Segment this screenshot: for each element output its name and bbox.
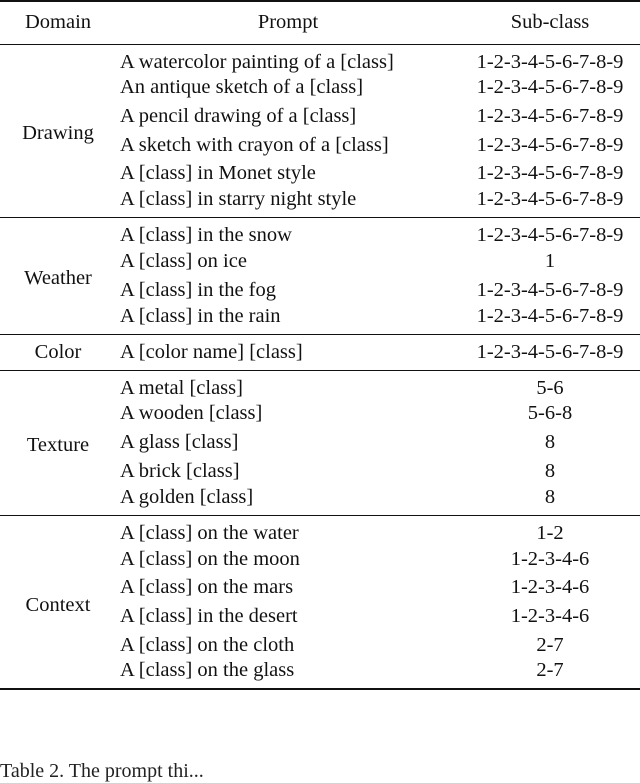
subclass-cell: 1-2-3-4-6 bbox=[510, 604, 590, 627]
table-row: A [class] on the cloth 2-7 bbox=[0, 631, 640, 660]
prompt-cell: A [class] on the moon bbox=[120, 547, 300, 570]
table-row: A glass [class] 8 bbox=[0, 428, 640, 457]
domain-cell: Weather bbox=[24, 267, 92, 290]
prompt-cell: A [class] in the snow bbox=[120, 224, 292, 247]
subclass-cell: 1-2-3-4-5-6-7-8-9 bbox=[476, 105, 624, 128]
subclass-cell: 5-6 bbox=[536, 376, 564, 399]
table-row: Texture A metal [class] 5-6 bbox=[0, 370, 640, 457]
domain-cell: Context bbox=[25, 593, 91, 616]
prompt-cell: A golden [class] bbox=[120, 485, 254, 508]
table-row: A [class] on the moon 1-2-3-4-6 bbox=[0, 545, 640, 574]
group-texture: Texture A metal [class] 5-6 A wooden [cl… bbox=[0, 370, 640, 516]
table-row: Color A [color name] [class] 1-2-3-4-5-6… bbox=[0, 334, 640, 370]
prompt-cell: A [class] on the glass bbox=[120, 659, 295, 682]
table-row: A wooden [class] 5-6-8 bbox=[0, 400, 640, 429]
group-color: Color A [color name] [class] 1-2-3-4-5-6… bbox=[0, 334, 640, 371]
table-row: Weather A [class] in the snow 1-2-3-4-5-… bbox=[0, 218, 640, 289]
prompt-table: Domain Prompt Sub-class Drawing A waterc… bbox=[0, 0, 640, 690]
prompt-cell: A [class] in the fog bbox=[120, 278, 276, 301]
domain-cell: Drawing bbox=[22, 122, 94, 145]
prompt-cell: A pencil drawing of a [class] bbox=[120, 105, 357, 128]
table-row: A brick [class] 8 bbox=[0, 457, 640, 486]
subclass-cell: 1-2-3-4-5-6-7-8-9 bbox=[476, 304, 624, 327]
subclass-cell: 8 bbox=[544, 431, 556, 454]
table-row: A pencil drawing of a [class] 1-2-3-4-5-… bbox=[0, 102, 640, 131]
header-subclass: Sub-class bbox=[460, 0, 640, 45]
prompt-cell: A [class] in the desert bbox=[120, 604, 298, 627]
group-context: Context A [class] on the water 1-2 A [cl… bbox=[0, 515, 640, 690]
prompt-cell: A wooden [class] bbox=[120, 402, 263, 425]
table-row: A [class] in Monet style 1-2-3-4-5-6-7-8… bbox=[0, 160, 640, 189]
table-row: A [class] on the glass 2-7 bbox=[0, 659, 640, 689]
header-row: Domain Prompt Sub-class bbox=[0, 0, 640, 45]
subclass-cell: 8 bbox=[544, 485, 556, 508]
prompt-cell: An antique sketch of a [class] bbox=[120, 76, 364, 99]
subclass-cell: 1-2-3-4-5-6-7-8-9 bbox=[476, 188, 624, 211]
table-row: A [class] on the mars 1-2-3-4-6 bbox=[0, 573, 640, 602]
subclass-cell: 1 bbox=[544, 250, 556, 273]
subclass-cell: 1-2-3-4-6 bbox=[510, 547, 590, 570]
prompt-cell: A watercolor painting of a [class] bbox=[120, 50, 394, 73]
group-weather: Weather A [class] in the snow 1-2-3-4-5-… bbox=[0, 218, 640, 335]
subclass-cell: 1-2-3-4-5-6-7-8-9 bbox=[476, 50, 624, 73]
table-row: A golden [class] 8 bbox=[0, 486, 640, 516]
subclass-cell: 1-2-3-4-6 bbox=[510, 576, 590, 599]
table-row: An antique sketch of a [class] 1-2-3-4-5… bbox=[0, 74, 640, 103]
subclass-cell: 1-2-3-4-5-6-7-8-9 bbox=[476, 76, 624, 99]
subclass-cell: 8 bbox=[544, 459, 556, 482]
table-row: A [class] in starry night style 1-2-3-4-… bbox=[0, 188, 640, 218]
subclass-cell: 1-2-3-4-5-6-7-8-9 bbox=[476, 162, 624, 185]
header-domain: Domain bbox=[0, 0, 116, 45]
table-row: A [class] in the fog 1-2-3-4-5-6-7-8-9 bbox=[0, 276, 640, 305]
prompt-cell: A metal [class] bbox=[120, 376, 243, 399]
subclass-cell: 2-7 bbox=[536, 633, 564, 656]
table-row: A [class] on ice 1 bbox=[0, 247, 640, 276]
subclass-cell: 2-7 bbox=[536, 659, 564, 682]
prompt-cell: A [class] in the rain bbox=[120, 304, 281, 327]
table-row: A [class] in the desert 1-2-3-4-6 bbox=[0, 602, 640, 631]
prompt-cell: A [class] on the mars bbox=[120, 576, 294, 599]
prompt-cell: A sketch with crayon of a [class] bbox=[120, 133, 389, 156]
prompt-cell: A glass [class] bbox=[120, 431, 239, 454]
table-row: A [class] in the rain 1-2-3-4-5-6-7-8-9 bbox=[0, 305, 640, 335]
prompt-cell: A [class] on ice bbox=[120, 250, 247, 273]
prompt-cell: A [class] in Monet style bbox=[120, 162, 316, 185]
table-row: A sketch with crayon of a [class] 1-2-3-… bbox=[0, 131, 640, 160]
table-caption: Table 2. The prompt thi... bbox=[0, 760, 204, 782]
domain-cell: Color bbox=[34, 340, 82, 363]
subclass-cell: 1-2 bbox=[536, 521, 564, 544]
table-row: Context A [class] on the water 1-2 bbox=[0, 515, 640, 616]
group-drawing: Drawing A watercolor painting of a [clas… bbox=[0, 44, 640, 218]
prompt-cell: A [class] in starry night style bbox=[120, 188, 357, 211]
prompt-cell: A [color name] [class] bbox=[120, 340, 303, 363]
domain-cell: Texture bbox=[26, 434, 90, 457]
prompt-cell: A [class] on the cloth bbox=[120, 633, 295, 656]
prompt-cell: A [class] on the water bbox=[120, 521, 299, 544]
subclass-cell: 1-2-3-4-5-6-7-8-9 bbox=[476, 133, 624, 156]
prompt-cell: A brick [class] bbox=[120, 459, 240, 482]
subclass-cell: 1-2-3-4-5-6-7-8-9 bbox=[476, 278, 624, 301]
subclass-cell: 1-2-3-4-5-6-7-8-9 bbox=[476, 224, 624, 247]
table-row: Drawing A watercolor painting of a [clas… bbox=[0, 44, 640, 145]
subclass-cell: 5-6-8 bbox=[527, 402, 573, 425]
subclass-cell: 1-2-3-4-5-6-7-8-9 bbox=[476, 340, 624, 363]
header-prompt: Prompt bbox=[116, 0, 460, 45]
